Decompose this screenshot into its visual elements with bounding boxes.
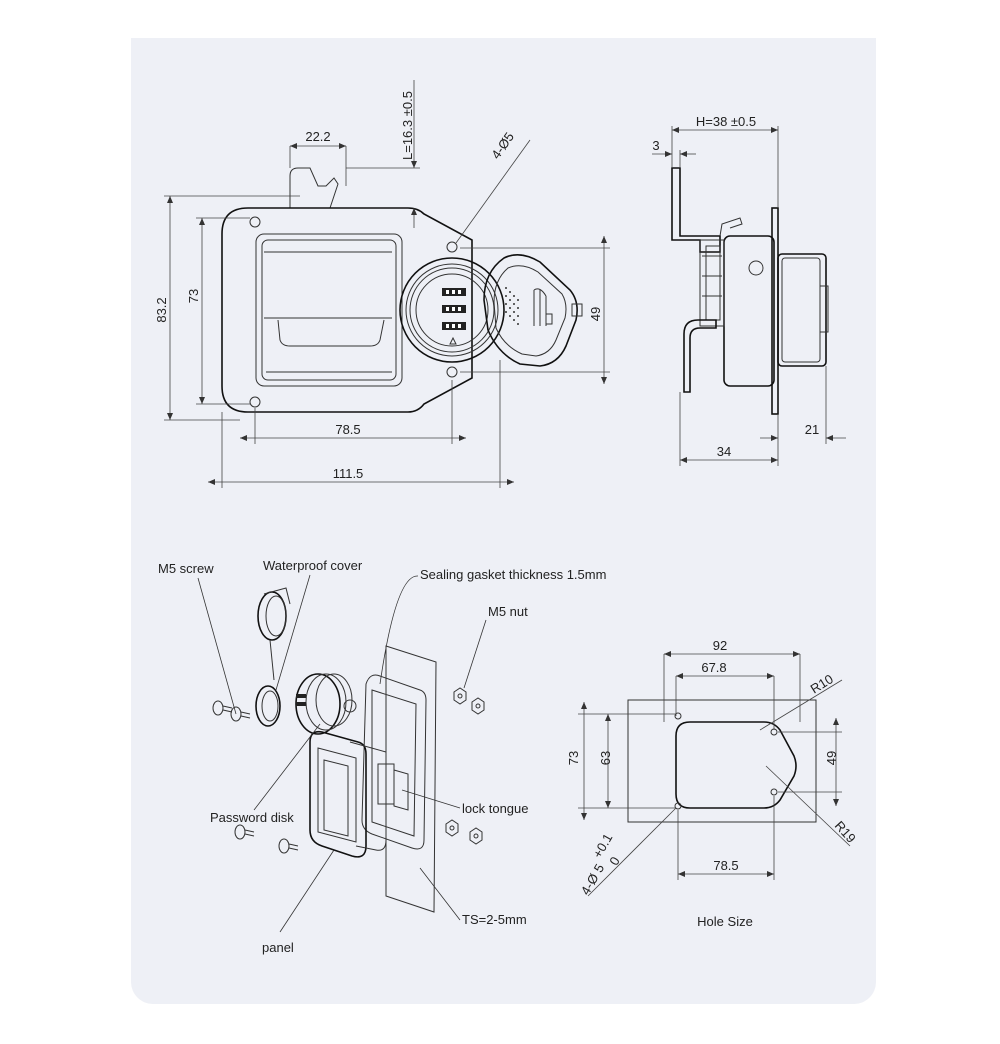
hole-size-view: 92 67.8 R10 73 63 49 R19 78.5 4- Ø	[566, 638, 859, 929]
dim-73: 73	[186, 289, 201, 303]
side-view: H=38 ±0.5 3 34 21	[652, 114, 846, 466]
cap-tab	[571, 303, 583, 317]
side-tongue	[671, 167, 721, 253]
side-dim-H: H=38 ±0.5	[696, 114, 756, 129]
mount-hole	[249, 396, 261, 408]
dim-22-2: 22.2	[305, 129, 330, 144]
label-waterproof-cover: Waterproof cover	[263, 558, 363, 573]
mount-hole	[249, 216, 261, 228]
label-ts: TS=2-5mm	[462, 912, 527, 927]
hole-dim-67-8: 67.8	[701, 660, 726, 675]
handle-recess	[255, 233, 403, 387]
hole-panel-outline	[627, 699, 817, 823]
mount-hole	[446, 241, 458, 253]
m5-screws	[212, 700, 299, 854]
hole-dim-49: 49	[824, 751, 839, 765]
label-panel: panel	[262, 940, 294, 955]
side-dim-21: 21	[805, 422, 819, 437]
mount-hole	[446, 366, 458, 378]
dim-78-5: 78.5	[335, 422, 360, 437]
cutout-outline	[675, 721, 797, 809]
hole-dim-63: 63	[598, 751, 613, 765]
hole-dim-92: 92	[713, 638, 727, 653]
side-dial	[777, 253, 827, 367]
hole-size-caption: Hole Size	[697, 914, 753, 929]
lock-housing	[309, 730, 367, 858]
hole-dim-R19: R19	[832, 818, 859, 846]
label-m5-nut: M5 nut	[488, 604, 528, 619]
lock-tongue-part	[393, 769, 409, 811]
hole-dim-73: 73	[566, 751, 581, 765]
lock-dial-outer	[399, 257, 505, 363]
latch-tongue	[289, 167, 339, 209]
dim-111-5: 111.5	[333, 466, 364, 481]
waterproof-cap	[483, 254, 578, 367]
cap-dots	[505, 287, 519, 325]
label-lock-tongue: lock tongue	[462, 801, 529, 816]
dim-83-2: 83.2	[154, 297, 169, 322]
side-dim-34: 34	[717, 444, 731, 459]
label-password-disk: Password disk	[210, 810, 294, 825]
label-m5-screw: M5 screw	[158, 561, 214, 576]
hole-dim-78-5: 78.5	[713, 858, 738, 873]
hole-dim-tol-zero: 0	[606, 854, 623, 868]
drawing-background	[131, 38, 876, 1004]
dim-L: L=16.3 ±0.5	[400, 91, 415, 160]
m5-nuts	[445, 687, 485, 845]
housing-outline	[221, 207, 473, 413]
hole-dim-diameter: 5	[591, 861, 608, 875]
dim-hole-diameter: 4-Ø5	[488, 129, 517, 161]
password-wheels	[442, 288, 466, 345]
exploded-view: M5 screw Waterproof cover Sealing gasket…	[158, 558, 606, 955]
front-view: 22.2 L=16.3 ±0.5 4-Ø5 83.2 73 49 78.5 11…	[154, 80, 610, 488]
side-body	[723, 235, 775, 387]
side-dim-3: 3	[652, 138, 659, 153]
label-sealing-gasket: Sealing gasket thickness 1.5mm	[420, 567, 606, 582]
dim-49: 49	[588, 307, 603, 321]
